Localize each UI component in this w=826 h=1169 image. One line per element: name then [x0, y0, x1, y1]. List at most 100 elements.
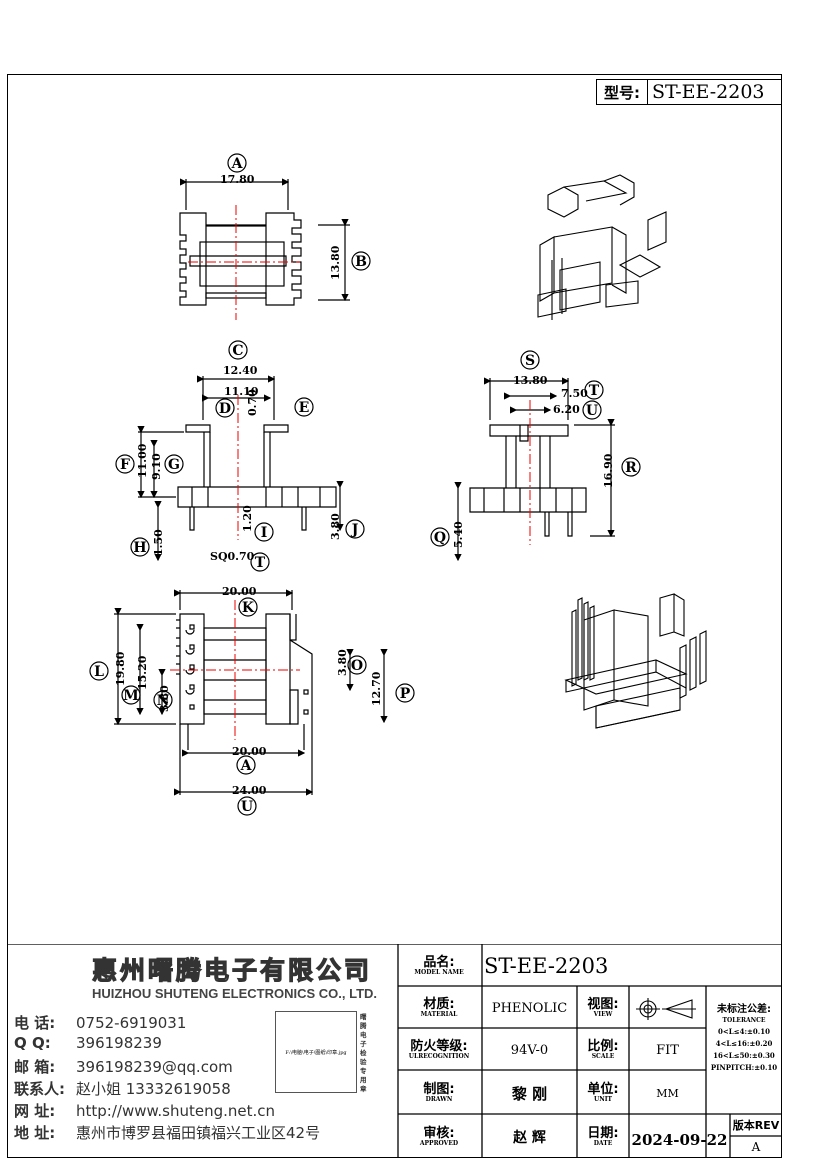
- stamp-side-text: 曙腾电子检验专用章: [360, 1013, 367, 1093]
- svg-text:E: E: [299, 400, 310, 416]
- svg-text:B: B: [355, 254, 367, 270]
- label-i: I: [254, 522, 274, 542]
- label-h: H: [130, 537, 150, 557]
- dim-top-b: 13.80: [329, 245, 342, 280]
- company-name-en: HUIZHOU SHUTENG ELECTRONICS CO., LTD.: [92, 986, 378, 1001]
- svg-text:T: T: [589, 383, 600, 399]
- flame-rating-value: 94V-0: [510, 1042, 549, 1058]
- label-r: R: [621, 457, 641, 477]
- title-block: [7, 944, 782, 1158]
- svg-text:S: S: [525, 353, 535, 369]
- dim-bottom-o: 3.80: [336, 649, 349, 676]
- top-view: [179, 178, 350, 306]
- approved-label: 审核:APPROVED: [419, 1125, 459, 1147]
- unit-value: MM: [656, 1086, 679, 1100]
- svg-text:K: K: [242, 600, 255, 616]
- contact-phone: 电 话:0752-6919031: [14, 1014, 187, 1032]
- contact-email: 邮 箱:396198239@qq.com: [14, 1058, 233, 1076]
- dim-bottom-k: 20.00: [222, 585, 257, 598]
- label-o: O: [347, 655, 367, 675]
- label-n: N: [153, 690, 173, 710]
- label-u-side: U: [582, 400, 602, 420]
- scale-value: FIT: [656, 1042, 679, 1058]
- svg-text:U: U: [241, 799, 253, 815]
- rev-value: A: [751, 1140, 761, 1154]
- label-m: M: [121, 685, 141, 705]
- approved-value: 赵 辉: [513, 1130, 546, 1146]
- svg-text:F: F: [120, 457, 130, 473]
- label-a-bottom: A: [236, 755, 256, 775]
- contact-qq: Q Q:396198239: [14, 1034, 162, 1052]
- company-name-cn: 惠州曙腾电子有限公司: [91, 955, 373, 985]
- dim-front-e: 0.70: [246, 389, 259, 416]
- svg-text:Q: Q: [434, 530, 446, 546]
- view-label: 视图:VIEW: [587, 996, 619, 1018]
- dim-front-f: 11.00: [136, 443, 149, 478]
- contact-person: 联系人:赵小姐 13332619058: [14, 1080, 231, 1098]
- label-k: K: [238, 597, 258, 617]
- product-name-label: 品名:MODEL NAME: [414, 954, 464, 976]
- dim-bottom-l: 19.80: [114, 651, 127, 686]
- label-q: Q: [430, 527, 450, 547]
- label-g: G: [164, 454, 184, 474]
- dim-side-u: 6.20: [553, 403, 580, 416]
- svg-text:M: M: [123, 688, 139, 704]
- dim-front-d: 11.10: [224, 385, 259, 398]
- svg-text:A: A: [231, 156, 244, 172]
- material-label: 材质:MATERIAL: [420, 996, 458, 1018]
- dim-bottom-m: 15.20: [136, 655, 149, 690]
- dim-side-s: 13.80: [513, 374, 548, 387]
- label-u-bottom: U: [237, 796, 257, 816]
- dim-bottom-u: 24.00: [232, 784, 267, 797]
- date-label: 日期:DATE: [587, 1125, 619, 1147]
- label-j: J: [345, 519, 365, 539]
- label-b: B: [351, 251, 371, 271]
- dim-front-i: 1.20: [241, 505, 254, 532]
- svg-text:D: D: [219, 401, 231, 417]
- label-f: F: [115, 454, 135, 474]
- label-l: L: [89, 661, 109, 681]
- drawn-value: 黎 刚: [511, 1084, 548, 1103]
- model-label: 型号:: [597, 80, 648, 104]
- svg-text:O: O: [351, 658, 363, 674]
- svg-text:N: N: [157, 693, 170, 709]
- drawing-canvas: 17.80 13.80 12.40 11.10 0.70 11.00 9.10 …: [89, 153, 707, 816]
- svg-text:H: H: [133, 540, 146, 556]
- label-t-side: T: [584, 380, 604, 400]
- svg-text:J: J: [350, 522, 359, 538]
- rev-label: 版本REV: [732, 1119, 780, 1132]
- dim-bottom-p: 12.70: [370, 671, 383, 706]
- contact-website: 网 址:http://www.shuteng.net.cn: [14, 1102, 276, 1120]
- material-value: PHENOLIC: [491, 1000, 568, 1016]
- svg-text:L: L: [94, 664, 104, 680]
- svg-text:G: G: [168, 457, 180, 473]
- isometric-view-2: [564, 593, 707, 729]
- label-s: S: [520, 350, 540, 370]
- isometric-view-1: [537, 174, 667, 320]
- date-value: 2024-09-22: [631, 1131, 728, 1149]
- side-view: [454, 377, 615, 562]
- svg-text:U: U: [586, 403, 598, 419]
- label-p: P: [395, 683, 415, 703]
- flame-rating-label: 防火等级:ULRECOGNITION: [408, 1038, 470, 1060]
- front-view: [137, 375, 344, 562]
- model-value: ST-EE-2203: [652, 81, 765, 103]
- dim-side-r: 16.90: [602, 453, 615, 488]
- svg-text:T: T: [255, 555, 266, 571]
- product-name-value: ST-EE-2203: [484, 954, 609, 978]
- svg-text:A: A: [240, 758, 253, 774]
- drawn-label: 制图:DRAWN: [423, 1081, 455, 1103]
- unit-label: 单位:UNIT: [587, 1081, 619, 1103]
- bottom-view: [114, 589, 388, 796]
- label-a-top: A: [227, 153, 247, 173]
- label-c: C: [228, 340, 248, 360]
- svg-text:R: R: [625, 460, 637, 476]
- dim-front-g: 9.10: [150, 453, 163, 480]
- svg-text:I: I: [261, 525, 268, 541]
- dim-front-j: 3.80: [329, 513, 342, 540]
- drawing-frame: [7, 74, 782, 1158]
- dim-bottom-a: 20.00: [232, 745, 267, 758]
- dim-front-sq: SQ0.70: [210, 550, 255, 563]
- stamp-image: F:\电脑\电子\图纸\印章.jpg: [275, 1011, 357, 1093]
- dim-front-h: 1.50: [152, 529, 165, 556]
